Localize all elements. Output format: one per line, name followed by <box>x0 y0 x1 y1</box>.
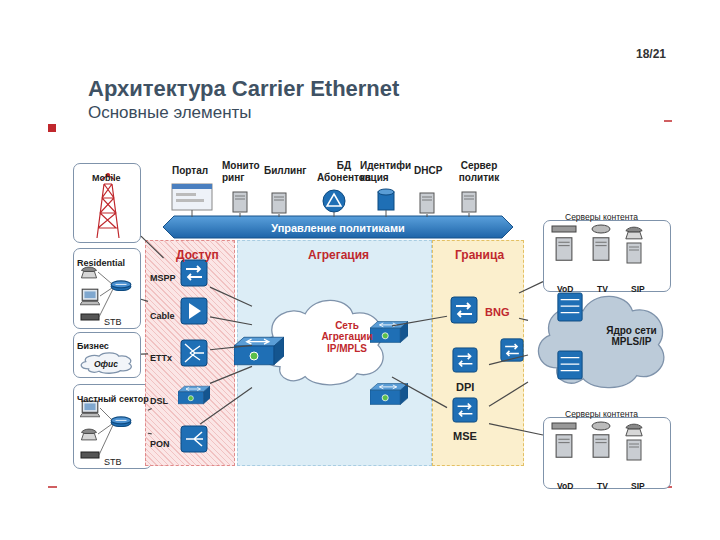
network-link <box>200 387 252 424</box>
component-label: Монито ринг <box>222 160 262 183</box>
client-box: БизнесОфис <box>73 332 141 378</box>
network-link <box>210 366 252 383</box>
node-sublabel: SIP <box>631 285 645 295</box>
node-sublabel: STB <box>104 457 122 467</box>
node-sublabel: TV <box>597 482 608 492</box>
node-label: Офис <box>94 360 118 370</box>
node-label: Mobile <box>92 173 121 183</box>
node-sublabel: SIP <box>631 482 645 492</box>
network-link <box>489 355 528 365</box>
network-link <box>392 377 447 408</box>
network-link <box>519 318 528 320</box>
node-label: ETTx <box>150 353 172 363</box>
network-link <box>148 433 152 435</box>
office-cloud: Офис <box>77 350 135 374</box>
slide-subtitle: Основные элементы <box>88 103 252 123</box>
residential-devices <box>80 267 131 320</box>
node-label: Серверы контента <box>565 410 638 420</box>
node-label: Серверы контента <box>565 213 638 223</box>
page-number: 18/21 <box>636 48 666 62</box>
network-link <box>210 287 252 306</box>
private-sector-devices <box>80 401 131 458</box>
node-label: MSPP <box>150 273 176 283</box>
node-label: Частный сектор <box>77 394 149 404</box>
node-label: Граница <box>455 249 504 263</box>
bullet-square <box>48 124 56 132</box>
node-label: MSE <box>453 430 477 443</box>
component-label: Портал <box>172 165 208 177</box>
network-link <box>148 409 152 411</box>
network-link <box>210 345 252 349</box>
node-label: Агрегация <box>308 249 369 263</box>
node-label: DPI <box>456 381 474 394</box>
node-label: Ядро сети MPLS/IP <box>600 325 664 348</box>
node-label: Доступ <box>176 249 219 263</box>
component-label: Идентифи кация <box>360 160 412 183</box>
network-link <box>210 317 252 325</box>
corner-mark <box>48 486 57 488</box>
network-link <box>519 282 543 293</box>
slide-title: Архитектура Carrier Ethernet <box>88 76 399 102</box>
cell-tower <box>97 174 119 239</box>
node-label: Residential <box>77 258 125 268</box>
network-link <box>392 316 447 326</box>
network-link <box>141 353 148 354</box>
network-switches <box>234 297 523 422</box>
network-link <box>489 424 543 435</box>
policy-bar: Управление политиками <box>163 216 513 238</box>
node-label: Бизнес <box>77 341 109 351</box>
component-label: DHCP <box>414 165 442 177</box>
node-label: BNG <box>485 306 509 319</box>
network-link <box>489 382 528 406</box>
core-cloud: Ядро сети MPLS/IP <box>528 283 673 391</box>
node-label: PON <box>150 439 170 449</box>
node-sublabel: TV <box>597 285 608 295</box>
component-label: Сервер политик <box>452 160 506 183</box>
node-sublabel: VoD <box>557 285 573 295</box>
access-devices <box>178 260 210 452</box>
node-label: Сеть Агрегации IP/MPLS <box>315 320 379 355</box>
policy-icons <box>172 184 476 217</box>
node-label: Управление политиками <box>271 222 405 235</box>
node-label: Cable <box>150 311 175 321</box>
corner-mark <box>664 120 672 122</box>
network-link <box>141 236 164 258</box>
content-server-icons <box>552 225 642 460</box>
node-label: DSL <box>150 396 168 406</box>
network-link <box>141 299 148 301</box>
component-label: Биллинг <box>264 165 306 177</box>
node-sublabel: STB <box>104 317 122 327</box>
core-servers <box>558 293 582 379</box>
node-sublabel: VoD <box>557 482 573 492</box>
